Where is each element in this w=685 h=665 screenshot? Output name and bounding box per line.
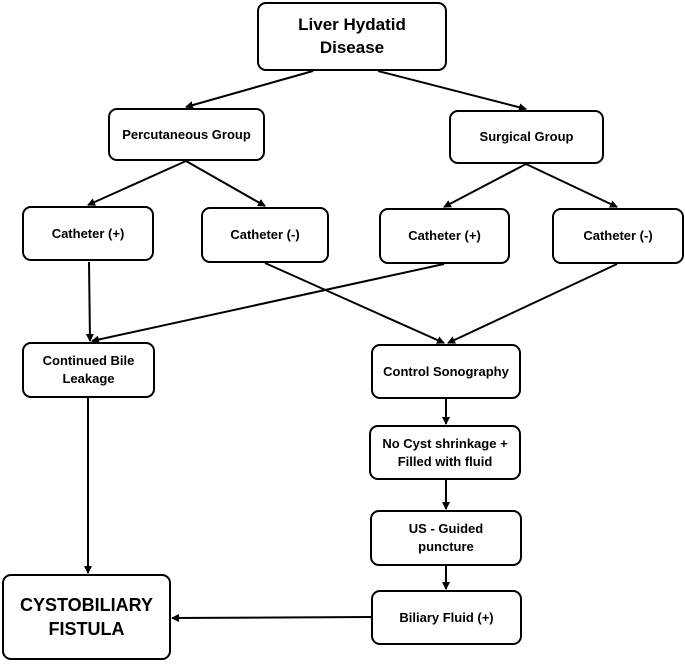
- arrow-percutaneous-to-catheter-neg: [185, 160, 266, 207]
- biliary-fluid-label: Biliary Fluid (+): [399, 609, 494, 625]
- continued-bile-leakage-label: Continued Bile Leakage: [42, 353, 135, 386]
- us-guided-puncture-node: US - Guided puncture: [370, 510, 522, 566]
- arrow-root-to-surgical: [377, 70, 527, 112]
- arrow-surg-catheter-pos-to-bile-leakage: [91, 263, 445, 344]
- control-sonography-label: Control Sonography: [383, 363, 509, 379]
- arrow-perc-catheter-neg-to-sonography: [264, 262, 445, 344]
- liver-hydatid-disease-label: Liver Hydatid Disease: [298, 15, 406, 57]
- arrow-surgical-to-catheter-neg: [525, 163, 618, 208]
- no-cyst-shrinkage-label: No Cyst shrinkage + Filled with fluid: [382, 435, 508, 469]
- percutaneous-group-node: Percutaneous Group: [108, 108, 265, 161]
- liver-hydatid-disease-node: Liver Hydatid Disease: [257, 2, 447, 71]
- percutaneous-group-label: Percutaneous Group: [122, 126, 251, 142]
- surgical-group-node: Surgical Group: [449, 110, 604, 164]
- surgical-group-label: Surgical Group: [479, 129, 574, 145]
- percutaneous-catheter-negative-label: Catheter (-): [230, 227, 300, 243]
- biliary-fluid-node: Biliary Fluid (+): [371, 590, 522, 645]
- control-sonography-node: Control Sonography: [371, 344, 521, 399]
- arrow-biliary-fluid-to-fistula: [171, 613, 372, 622]
- percutaneous-catheter-negative-node: Catheter (-): [201, 207, 329, 263]
- arrow-percutaneous-to-catheter-pos: [87, 160, 187, 206]
- percutaneous-catheter-positive-node: Catheter (+): [22, 206, 154, 261]
- cystobiliary-fistula-label: CYSTOBILIARY FISTULA: [19, 594, 153, 639]
- percutaneous-catheter-positive-label: Catheter (+): [51, 225, 125, 241]
- surgical-catheter-positive-label: Catheter (+): [408, 228, 481, 244]
- cystobiliary-fistula-node: CYSTOBILIARY FISTULA: [2, 574, 171, 660]
- arrow-surg-catheter-neg-to-sonography: [447, 263, 618, 344]
- arrow-surgical-to-catheter-pos: [443, 163, 527, 208]
- no-cyst-shrinkage-node: No Cyst shrinkage + Filled with fluid: [369, 425, 521, 480]
- surgical-catheter-positive-node: Catheter (+): [379, 208, 510, 264]
- surgical-catheter-negative-node: Catheter (-): [552, 208, 684, 264]
- us-guided-puncture-label: US - Guided puncture: [408, 521, 484, 554]
- arrow-perc-catheter-pos-to-bile-leakage: [85, 261, 94, 342]
- continued-bile-leakage-node: Continued Bile Leakage: [22, 342, 155, 398]
- surgical-catheter-negative-label: Catheter (-): [583, 228, 653, 244]
- arrow-root-to-percutaneous: [185, 70, 314, 109]
